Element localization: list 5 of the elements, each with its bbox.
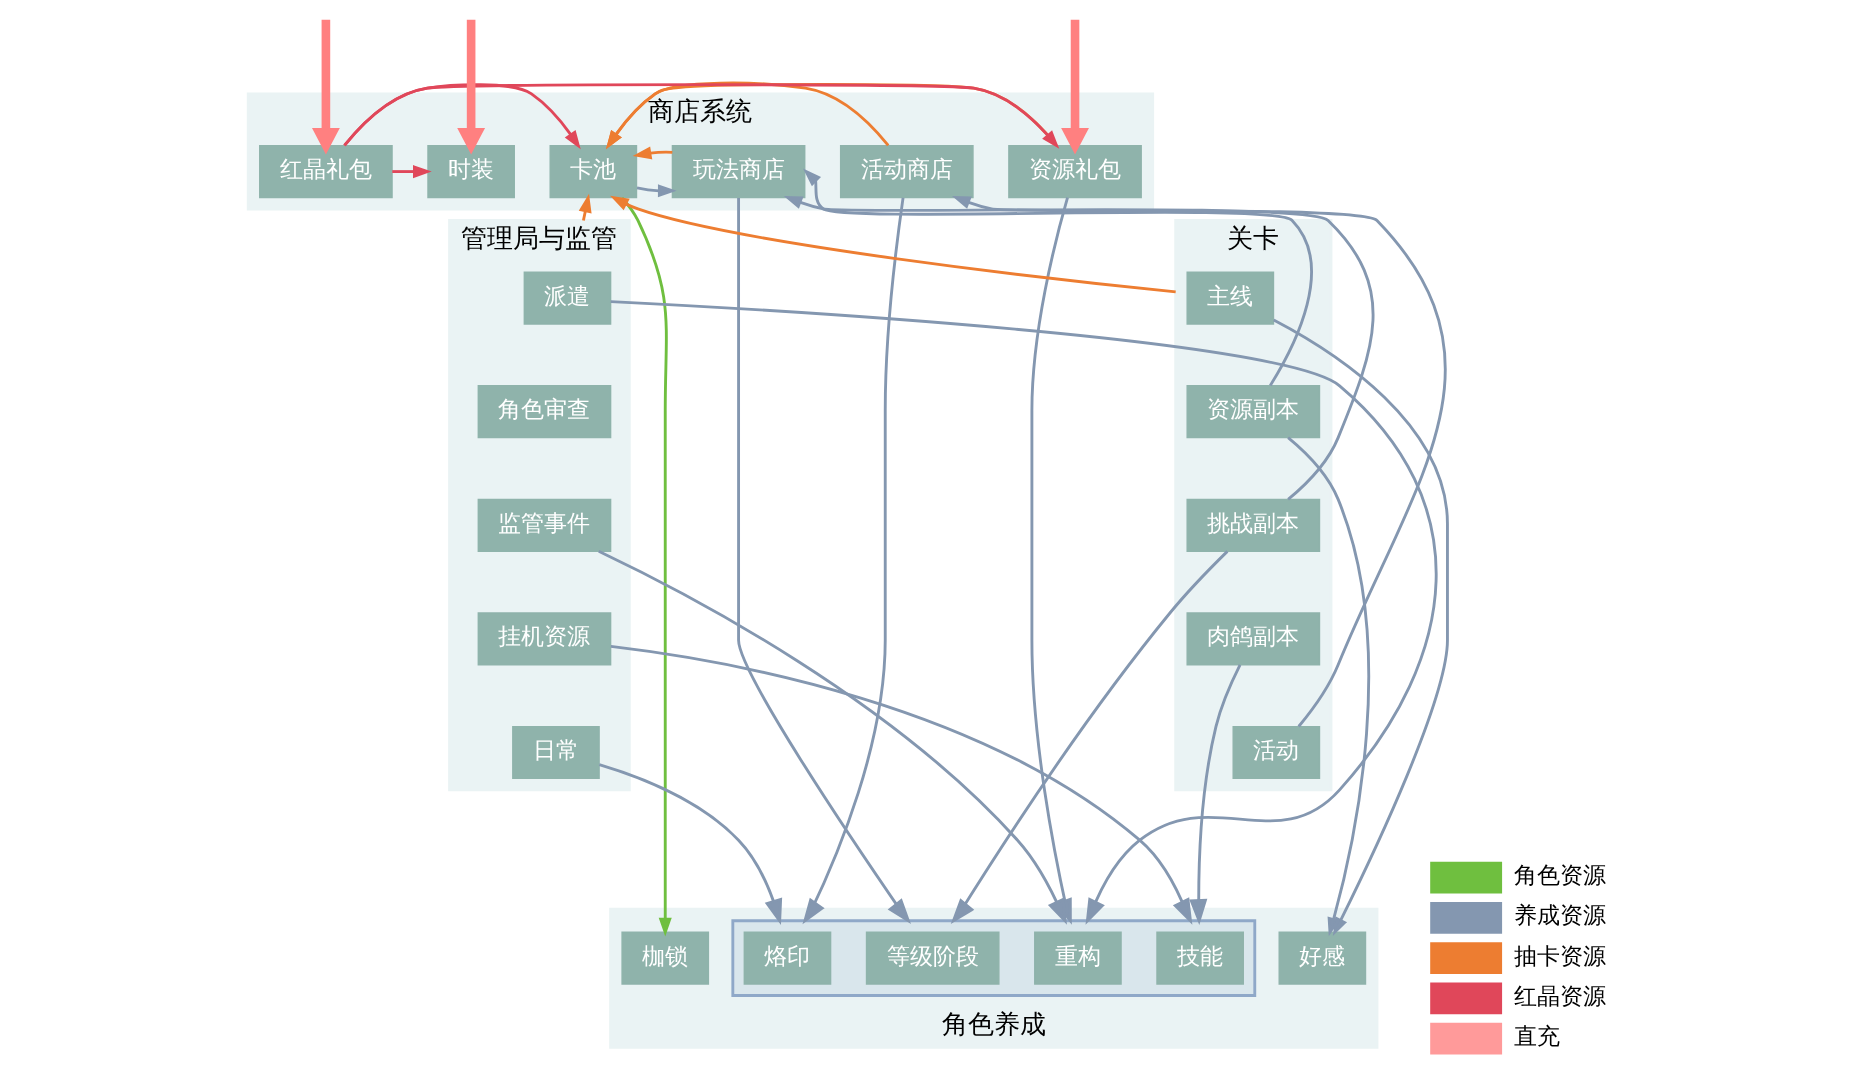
legend-label: 直充	[1513, 1023, 1560, 1050]
legend-label: 养成资源	[1513, 902, 1606, 929]
legend-label: 角色资源	[1513, 862, 1606, 889]
legend-label: 抽卡资源	[1513, 942, 1606, 969]
legend-label: 红晶资源	[1513, 982, 1606, 1009]
